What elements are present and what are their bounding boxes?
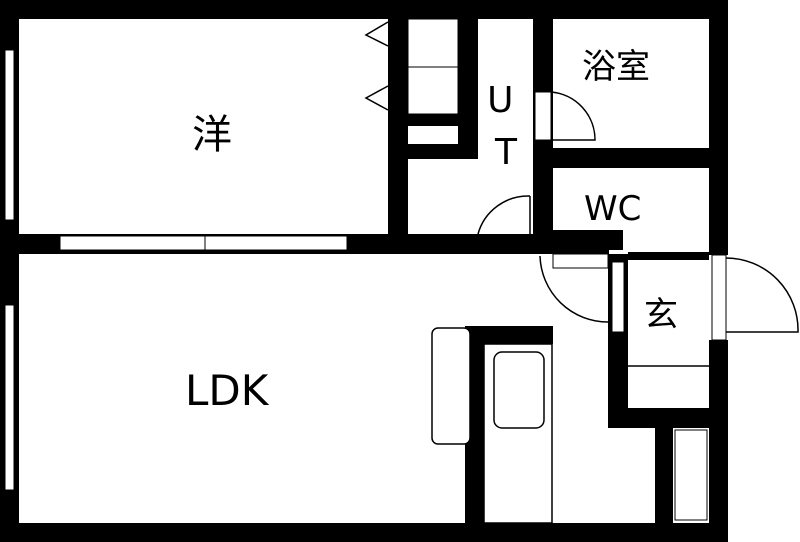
wall-closet-left (388, 19, 408, 235)
wall-storage-left (655, 428, 673, 523)
wall-right-lower (709, 340, 728, 542)
utility-letter-u: U (487, 80, 513, 121)
window-left-lower (4, 304, 15, 491)
wall-bottom (0, 523, 728, 542)
window-left-upper (4, 49, 15, 221)
ut-door-swing (477, 195, 531, 235)
entrance-door-swing (725, 257, 799, 333)
room-label-entrance: 玄 (644, 295, 678, 335)
wc-door-swing (539, 255, 609, 323)
wall-bath-wc (553, 148, 713, 168)
bath-door-swing (550, 91, 596, 141)
wall-right-upper (709, 0, 728, 255)
closet-rod (408, 131, 458, 138)
entrance-shoe-cabinet (611, 261, 625, 333)
sliding-door-b (204, 235, 348, 251)
closet-door-fold-2 (364, 85, 389, 111)
room-label-western: 洋 (192, 112, 232, 158)
sliding-door-a (59, 235, 206, 251)
room-label-ldk: LDK (185, 366, 270, 415)
kitchen-sink (493, 351, 545, 429)
room-label-utility: U T (487, 80, 525, 173)
wc-door-leaf (552, 253, 609, 269)
room-label-wc: WC (584, 189, 641, 229)
wall-wc-bottom (553, 230, 623, 250)
bath-door-leaf (534, 91, 552, 141)
entrance-door-leaf (711, 254, 727, 341)
refrigerator-space (431, 327, 471, 445)
wall-top (0, 0, 728, 19)
wall-closet-right (458, 19, 478, 159)
wall-kitchen-top (465, 326, 553, 344)
room-label-bath: 浴室 (582, 47, 650, 87)
utility-letter-t: T (494, 132, 518, 173)
wall-closet-shelf-2 (388, 144, 478, 159)
wall-entrance-top (628, 252, 709, 260)
storage-interior (674, 429, 708, 521)
closet-door-fold-1 (364, 21, 389, 47)
wall-closet-shelf-1 (388, 114, 478, 126)
wall-entrance-bottom (608, 408, 709, 428)
